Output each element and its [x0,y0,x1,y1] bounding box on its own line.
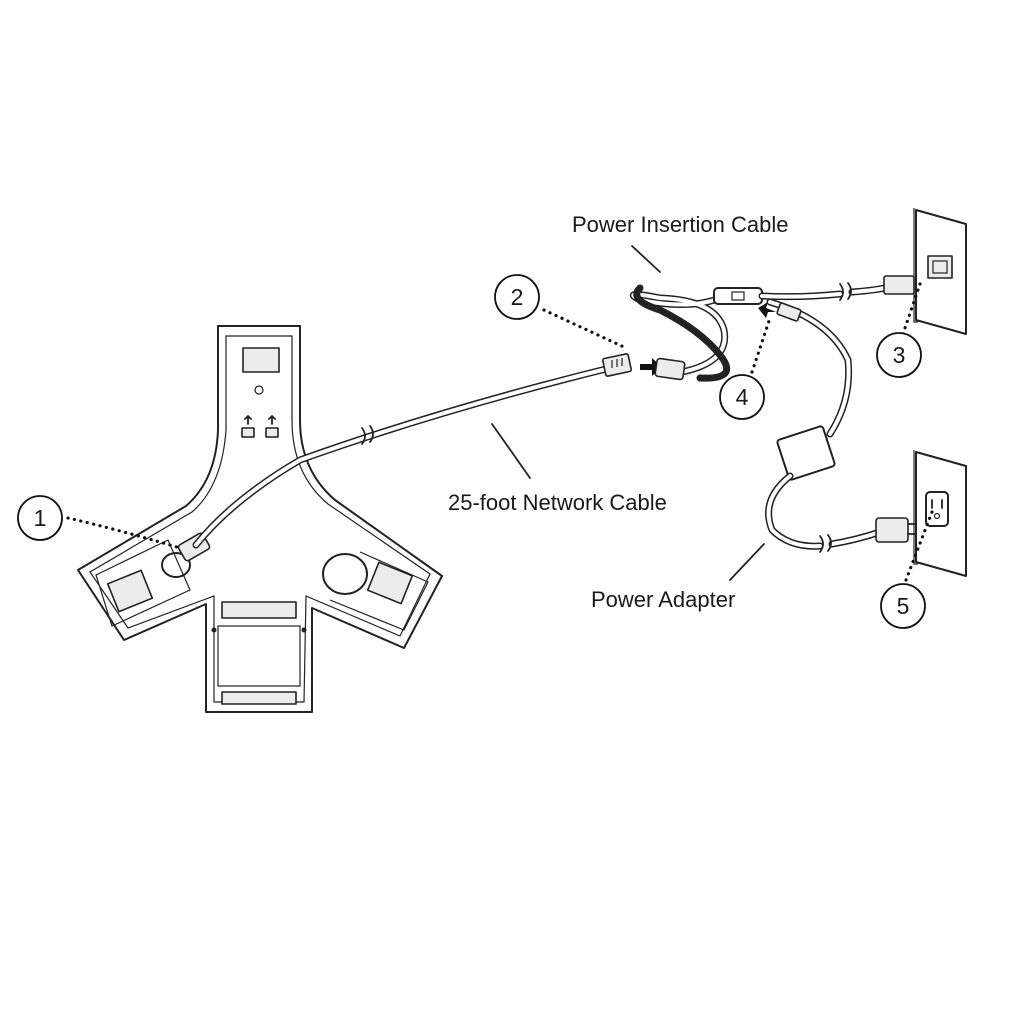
network-wall-plate [913,208,967,335]
leader-1 [66,516,182,550]
network-cable [192,353,633,549]
adapter-break [819,534,832,553]
insertion-jack [654,357,686,381]
wall-network-plug [883,275,915,295]
label-network-cable: 25-foot Network Cable [448,490,667,515]
callout-2: 2 [494,274,540,320]
leader-2 [542,308,628,350]
insertion-inline-box [713,287,763,305]
callout-2-number: 2 [511,284,524,310]
callout-3: 3 [876,332,922,378]
pointer-insertion [631,245,661,273]
callout-5-number: 5 [897,593,910,619]
callout-1-number: 1 [34,505,47,531]
network-wall-jack [927,255,953,279]
phone-body [77,325,443,713]
callout-3-number: 3 [893,342,906,368]
leader-4 [750,316,772,374]
bottom-panel [217,625,301,687]
label-power-insertion-cable: Power Insertion Cable [572,212,788,237]
conference-phone [77,325,443,713]
port-right [265,427,279,438]
barrel-arrow [758,302,776,318]
callout-5: 5 [880,583,926,629]
power-insertion-cable [629,275,915,438]
port-left [241,427,255,438]
left-mic-pod [95,539,191,627]
insertion-break [839,282,852,301]
leader-3 [901,282,922,336]
ac-plug [875,517,909,543]
callout-1: 1 [17,495,63,541]
label-power-adapter: Power Adapter [591,587,735,612]
cable-break [361,425,374,445]
power-outlet [925,491,949,527]
phone-body-inner [89,335,431,703]
callout-4-number: 4 [736,384,749,410]
pointer-network [491,423,531,479]
bottom-slot-top [221,601,297,619]
top-display [242,347,280,373]
barrel-plug [776,302,802,322]
power-wall-plate [913,450,967,577]
right-mic-pod [322,551,429,631]
pointer-adapter [729,543,765,581]
bottom-slot-bottom [221,691,297,705]
port-arrows [244,415,276,425]
callout-4: 4 [719,374,765,420]
top-indicator [254,385,264,395]
leader-5 [904,510,934,582]
power-brick [776,425,836,481]
power-adapter [765,425,917,553]
